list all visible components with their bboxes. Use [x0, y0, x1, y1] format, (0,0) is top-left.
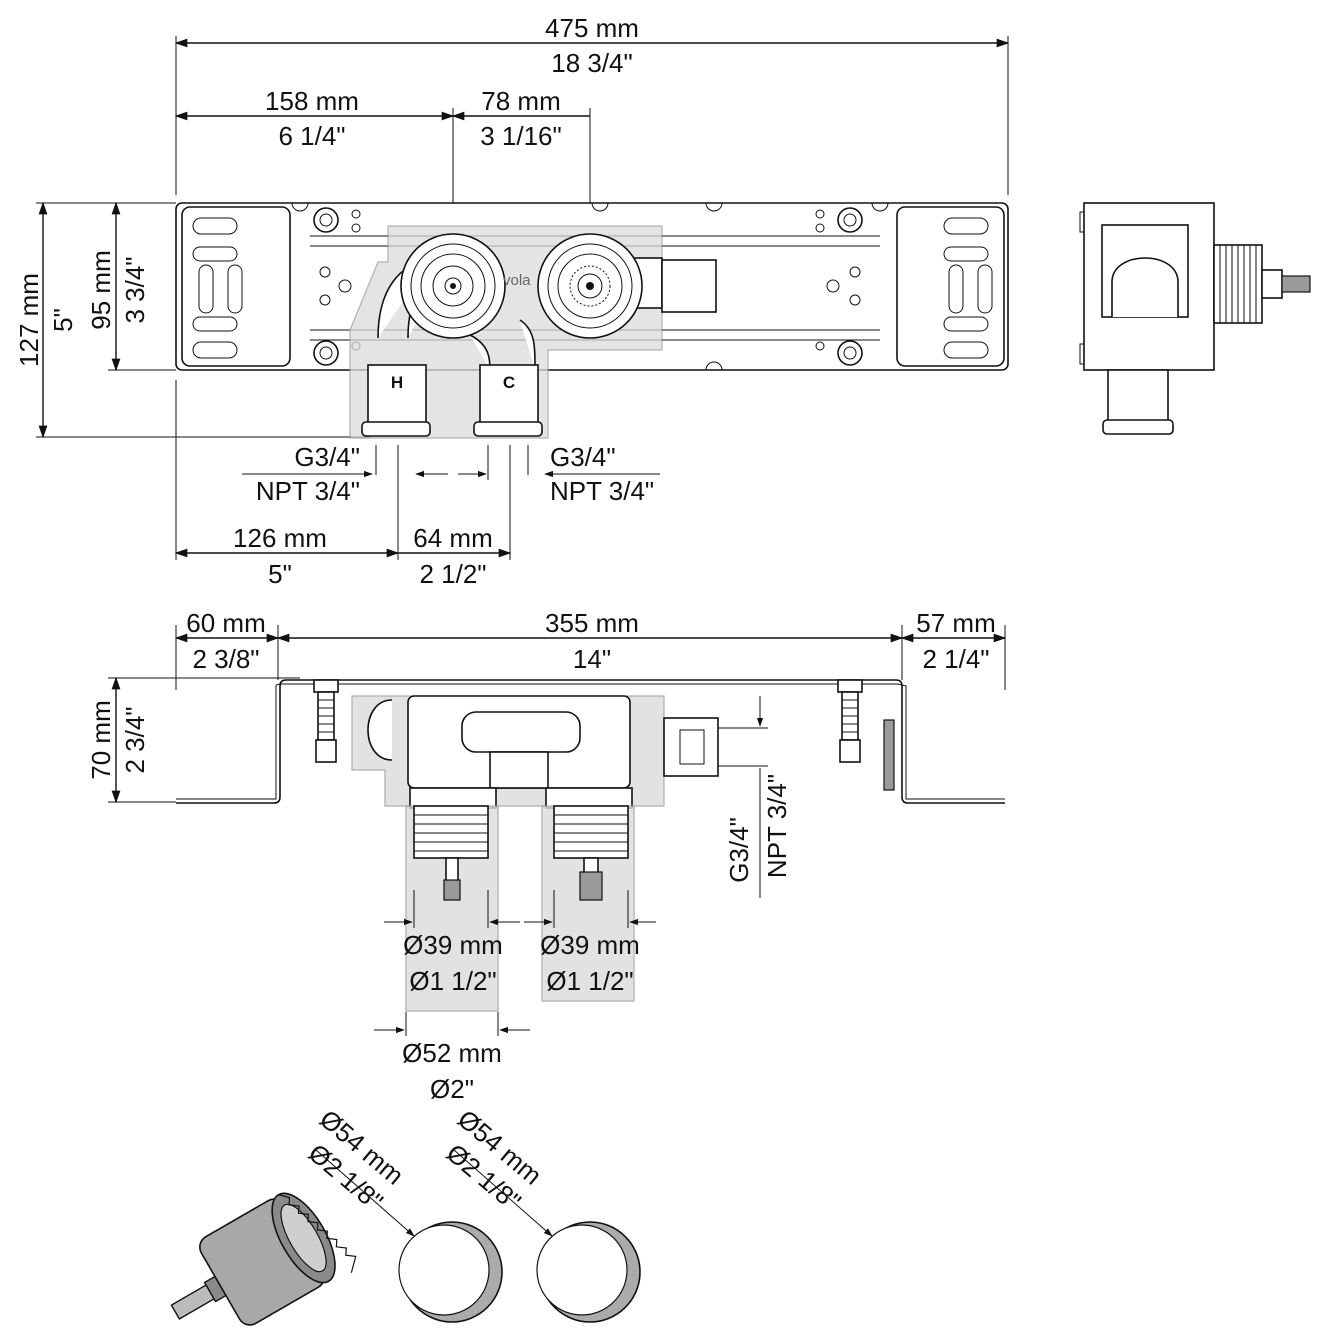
- side-connection-npt: NPT 3/4": [762, 774, 792, 878]
- side-view: [1079, 202, 1311, 435]
- plate-height-in: 3 3/4": [120, 256, 150, 323]
- side-outlet: [661, 259, 717, 313]
- middle-mm: 355 mm: [545, 608, 639, 638]
- overall-width-mm: 475 mm: [545, 13, 639, 43]
- sleeve-dia-mm: Ø52 mm: [402, 1038, 502, 1068]
- right-bracket-mm: 57 mm: [916, 608, 995, 638]
- bracket-slots: [192, 217, 993, 359]
- depth-in: 2 3/4": [120, 706, 150, 773]
- plate-height-mm: 95 mm: [86, 250, 116, 329]
- right-valve-dia-in: Ø1 1/2": [546, 966, 633, 996]
- cold-valve: [537, 233, 643, 339]
- middle-in: 14": [573, 644, 611, 674]
- right-bracket-in: 2 1/4": [922, 644, 989, 674]
- right-valve-thread: [553, 805, 629, 859]
- overall-height-mm: 127 mm: [14, 273, 44, 367]
- sleeve-dia-in: Ø2": [430, 1074, 474, 1104]
- outlet-spacing-mm: 64 mm: [413, 523, 492, 553]
- left-valve-thread: [413, 805, 489, 859]
- left-valve-dia-in: Ø1 1/2": [409, 966, 496, 996]
- brand-logo: vola: [503, 272, 531, 289]
- bolt-icons: [313, 207, 863, 366]
- left-to-outlet-in: 5": [268, 559, 292, 589]
- left-connection-npt: NPT 3/4": [256, 476, 360, 506]
- mounting-studs: [313, 679, 895, 791]
- side-connection-thread: G3/4": [724, 817, 754, 883]
- left-bracket-in: 2 3/8": [192, 644, 259, 674]
- right-connection-npt: NPT 3/4": [550, 476, 654, 506]
- side-view-spindle: [1281, 275, 1311, 293]
- side-connector: [663, 717, 719, 777]
- left-to-hot-mm: 158 mm: [265, 86, 359, 116]
- overall-width-in: 18 3/4": [551, 48, 633, 78]
- right-connection-thread: G3/4": [550, 442, 616, 472]
- hot-label: H: [391, 373, 403, 392]
- right-valve-dia-mm: Ø39 mm: [540, 930, 640, 960]
- hot-outlet: [367, 364, 427, 426]
- outlet-spacing-in: 2 1/2": [419, 559, 486, 589]
- depth-mm: 70 mm: [86, 700, 116, 779]
- left-valve-dia-mm: Ø39 mm: [403, 930, 503, 960]
- left-to-hot-in: 6 1/4": [278, 121, 345, 151]
- cold-outlet: [479, 364, 539, 426]
- valve-cap: [461, 711, 581, 753]
- top-view: 60 mm 2 3/8" 355 mm 14" 57 mm 2 1/4" 70 …: [86, 608, 1007, 1104]
- left-bracket-mm: 60 mm: [186, 608, 265, 638]
- cold-label: C: [503, 373, 515, 392]
- plate-notches: [291, 202, 889, 371]
- hot-valve: [400, 233, 506, 339]
- hot-to-cold-mm: 78 mm: [481, 86, 560, 116]
- hot-to-cold-in: 3 1/16": [480, 121, 562, 151]
- hole-saw-icon: [170, 1192, 357, 1326]
- front-view: 475 mm 18 3/4" 158 mm 6 1/4" 78 mm 3 1/1…: [14, 13, 1010, 589]
- left-connection-thread: G3/4": [294, 442, 360, 472]
- overall-height-in: 5": [48, 308, 78, 332]
- left-to-outlet-mm: 126 mm: [233, 523, 327, 553]
